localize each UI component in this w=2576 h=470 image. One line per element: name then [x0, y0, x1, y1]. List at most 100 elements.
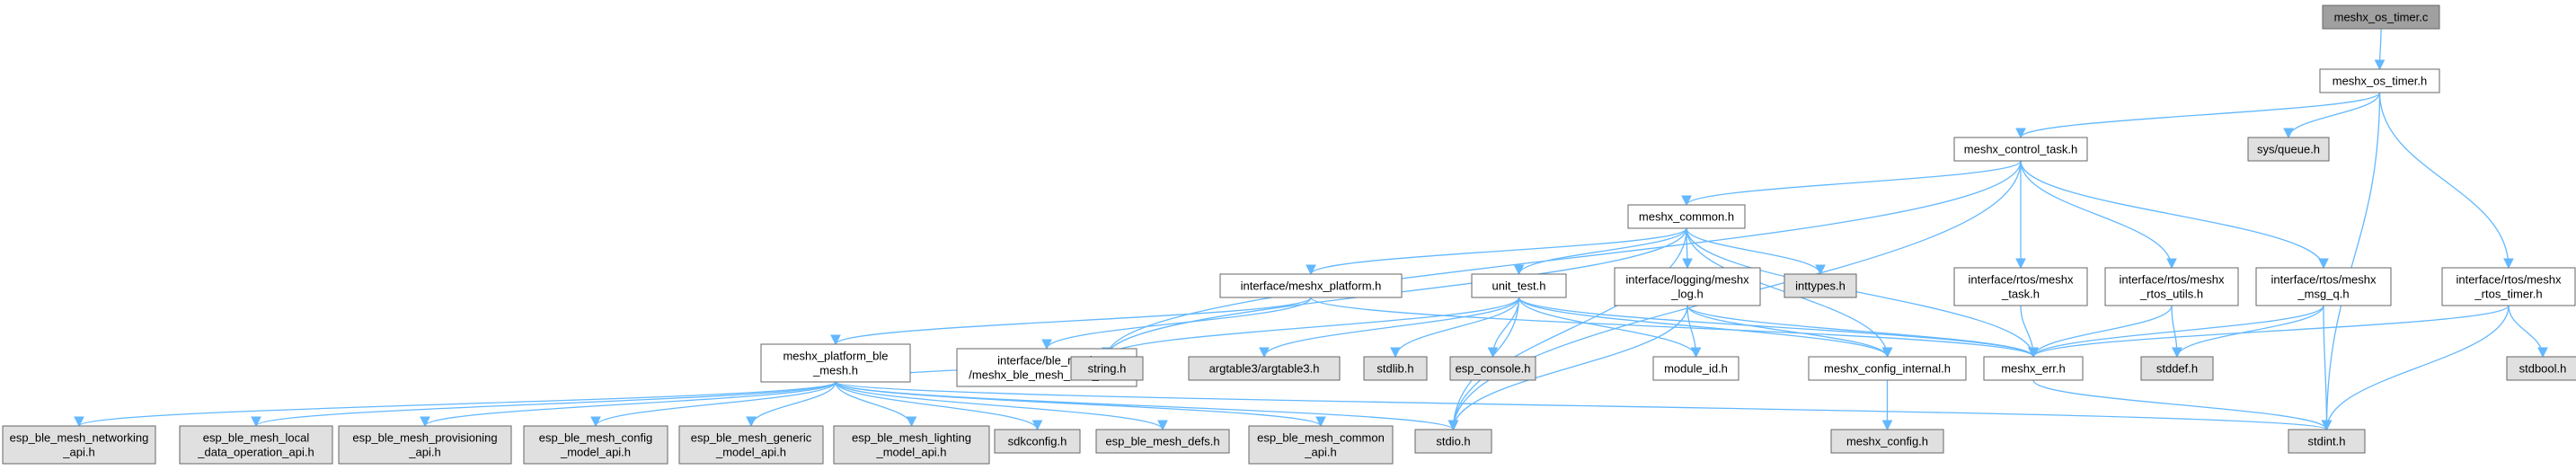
edge-platform-to-cmn_def: [1041, 297, 1312, 350]
edge-platform_ble-to-networking: [74, 381, 837, 428]
node-box: [1449, 356, 1536, 381]
edge-platform_ble-to-stdint: [835, 381, 2332, 431]
node-label: _mesh.h: [812, 364, 858, 377]
node-label: _data_operation_api.h: [197, 446, 314, 459]
node-module-id[interactable]: module_id.h: [1652, 356, 1739, 381]
node-label: esp_ble_mesh_config: [539, 431, 652, 445]
node-box: [833, 425, 990, 465]
node-box: [1095, 429, 1230, 454]
node-label: meshx_err.h: [2001, 362, 2066, 376]
node-rtos-utils[interactable]: interface/rtos/meshx_rtos_utils.h: [2104, 267, 2239, 306]
node-label: stdint.h: [2308, 435, 2346, 448]
node-stdio: stdio.h: [1414, 429, 1492, 454]
node-inttypes: inttypes.h: [1784, 273, 1857, 298]
edge-platform_ble-to-defs: [835, 381, 1168, 431]
edge-os_timer_h-to-stdint: [2321, 92, 2381, 431]
node-box: [1363, 356, 1428, 381]
node-box: [994, 429, 1081, 454]
node-defs: esp_ble_mesh_defs.h: [1095, 429, 1230, 454]
node-box: [1983, 356, 2084, 381]
node-label: esp_ble_mesh_networking: [10, 431, 149, 445]
node-box: [2288, 429, 2366, 454]
node-box: [1248, 425, 1394, 465]
node-label: esp_ble_mesh_defs.h: [1105, 435, 1219, 448]
node-msg-q[interactable]: interface/rtos/meshx_msg_q.h: [2255, 267, 2392, 306]
node-box: [1627, 204, 1746, 229]
edge-unit_test-to-config_internal: [1518, 297, 1893, 359]
edge-platform-to-err: [1310, 297, 2039, 359]
node-label: stdbool.h: [2519, 362, 2567, 376]
edge-platform_ble-to-local_data: [251, 381, 837, 428]
node-label: _api.h: [62, 446, 94, 459]
node-box: [1414, 429, 1492, 454]
node-label: esp_ble_mesh_local: [203, 431, 310, 445]
node-sys-queue: sys/queue.h: [2247, 137, 2330, 162]
edge-msg_q-to-err: [2028, 305, 2324, 359]
node-box: [1953, 137, 2088, 162]
node-label: _model_api.h: [875, 446, 946, 459]
node-label: interface/rtos/meshx: [1968, 273, 2074, 287]
node-control-task[interactable]: meshx_control_task.h: [1953, 137, 2088, 162]
node-stdbool: stdbool.h: [2506, 356, 2576, 381]
file-nodes: meshx_os_timer.c meshx_os_timer.h meshx_co…: [2, 4, 2576, 465]
node-stdlib: stdlib.h: [1363, 356, 1428, 381]
node-common-api: esp_ble_mesh_common_api.h: [1248, 425, 1394, 465]
edge-os_timer_h-to-rtos_timer: [2378, 92, 2514, 270]
node-argtable: argtable3/argtable3.h: [1188, 356, 1341, 381]
edge-platform_ble-to-lighting_model: [835, 381, 917, 428]
node-box: [2506, 356, 2576, 381]
node-esp-console: esp_console.h: [1449, 356, 1536, 381]
node-label: esp_ble_mesh_provisioning: [352, 431, 497, 445]
node-box: [1953, 267, 2088, 306]
node-label: unit_test.h: [1492, 279, 1546, 293]
edge-unit_test-to-stdlib: [1390, 297, 1520, 359]
node-label: _model_api.h: [560, 446, 631, 459]
node-config-internal[interactable]: meshx_config_internal.h: [1808, 356, 1967, 381]
node-label: _rtos_timer.h: [2474, 288, 2542, 301]
node-box: [2441, 267, 2576, 306]
edge-log-to-config_internal: [1686, 305, 1893, 359]
node-sdkconfig: sdkconfig.h: [994, 429, 1081, 454]
node-stdint: stdint.h: [2288, 429, 2366, 454]
edge-rtos_timer-to-stdbool: [2508, 305, 2548, 359]
node-label: meshx_common.h: [1639, 210, 1734, 224]
node-platform-ble[interactable]: meshx_platform_ble_mesh.h: [760, 343, 911, 383]
node-label: sys/queue.h: [2257, 143, 2320, 156]
node-err[interactable]: meshx_err.h: [1983, 356, 2084, 381]
node-networking: esp_ble_mesh_networking_api.h: [2, 425, 156, 465]
edge-common-to-platform: [1306, 227, 1687, 276]
node-stddef: stddef.h: [2140, 356, 2214, 381]
node-rtos-task[interactable]: interface/rtos/meshx_task.h: [1953, 267, 2088, 306]
node-label: esp_ble_mesh_lighting: [852, 431, 971, 445]
edge-log-to-err: [1686, 305, 2039, 359]
node-box: [1784, 273, 1857, 298]
node-label: stdlib.h: [1377, 362, 1413, 376]
node-label: _log.h: [1670, 288, 1703, 301]
node-box: [179, 425, 333, 465]
node-rtos-timer[interactable]: interface/rtos/meshx_rtos_timer.h: [2441, 267, 2576, 306]
node-provisioning: esp_ble_mesh_provisioning_api.h: [338, 425, 512, 465]
node-unit-test[interactable]: unit_test.h: [1471, 273, 1567, 298]
node-common[interactable]: meshx_common.h: [1627, 204, 1746, 229]
node-label: esp_ble_mesh_common: [1257, 431, 1385, 445]
node-platform[interactable]: interface/meshx_platform.h: [1219, 273, 1403, 298]
node-log[interactable]: interface/logging/meshx_log.h: [1614, 267, 1761, 306]
node-os-timer-h[interactable]: meshx_os_timer.h: [2319, 68, 2440, 93]
node-label: meshx_os_timer.c: [2334, 11, 2429, 24]
node-label: inttypes.h: [1795, 279, 1846, 293]
edge-platform_ble-to-provisioning: [420, 381, 837, 428]
node-label: stdio.h: [1436, 435, 1470, 448]
node-label: meshx_os_timer.h: [2333, 75, 2428, 88]
edge-platform_ble-to-config_model: [590, 381, 837, 428]
node-box: [1808, 356, 1967, 381]
edge-control_task-to-msg_q: [2020, 160, 2329, 270]
node-label: _api.h: [1304, 446, 1336, 459]
node-box: [1219, 273, 1403, 298]
node-label: esp_ble_mesh_generic: [691, 431, 812, 445]
node-label: interface/rtos/meshx: [2456, 273, 2562, 287]
edge-platform_ble-to-generic_model: [746, 381, 837, 428]
node-label: _task.h: [2001, 288, 2040, 301]
edge-msg_q-to-stdint: [2321, 305, 2333, 431]
edge-unit_test-to-esp_console: [1487, 297, 1520, 359]
